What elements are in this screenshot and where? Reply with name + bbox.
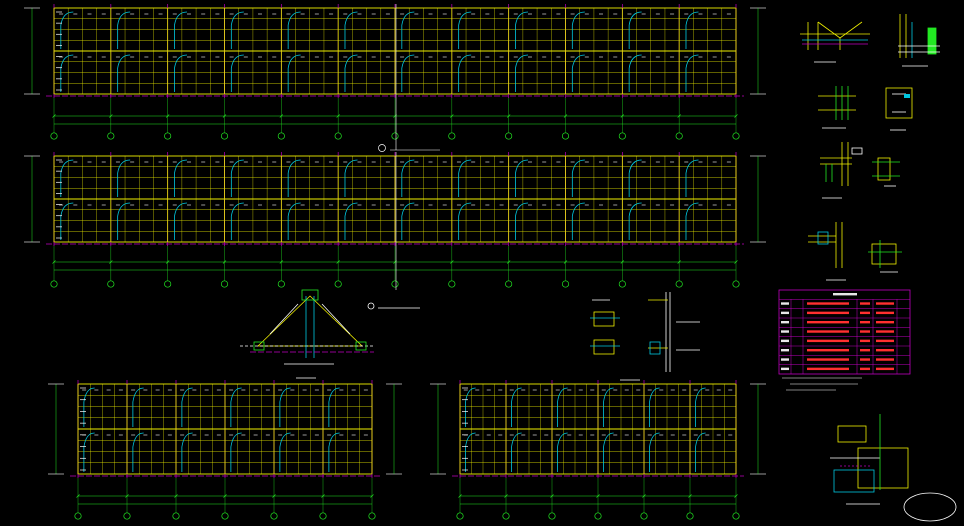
detail-layer (240, 14, 957, 522)
detail-d (820, 142, 900, 199)
elevation-2 (24, 152, 766, 288)
detail-b (898, 14, 940, 67)
elevation-layer (24, 4, 766, 520)
elevation-4 (430, 380, 766, 520)
elevation-1 (24, 4, 766, 140)
elevation-3 (48, 380, 402, 520)
detail-a (800, 21, 870, 63)
material-table (778, 289, 911, 391)
connection-details (590, 292, 700, 381)
base-detail (830, 414, 957, 522)
detail-e (808, 222, 902, 281)
truss-detail (240, 289, 420, 379)
detail-c (818, 86, 913, 131)
